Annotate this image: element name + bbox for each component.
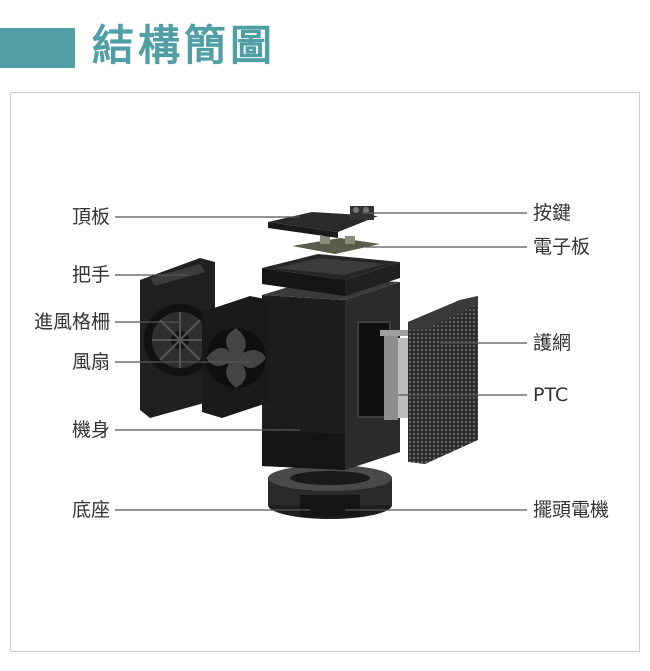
- top-plate-illustration: [268, 206, 378, 238]
- label-oscillation-motor: 擺頭電機: [533, 499, 610, 521]
- intake-grille-illustration: [140, 258, 216, 418]
- page-title: 結構簡圖: [92, 21, 277, 70]
- label-base: 底座: [71, 499, 110, 521]
- label-button: 按鍵: [533, 202, 572, 224]
- label-ptc: PTC: [533, 384, 569, 406]
- label-intake-grille: 進風格柵: [33, 311, 110, 333]
- label-body: 機身: [71, 419, 110, 441]
- ptc-illustration: [380, 330, 410, 420]
- circuit-board-illustration: [292, 236, 380, 254]
- label-top-plate: 頂板: [71, 206, 110, 228]
- top-tray-illustration: [262, 254, 400, 296]
- body-illustration: [262, 278, 400, 470]
- leader-lines-left: [115, 216, 310, 511]
- label-handle: 把手: [71, 264, 110, 286]
- base-illustration: [268, 465, 392, 519]
- leader-lines-right: [345, 212, 527, 511]
- fan-illustration: [202, 296, 270, 418]
- label-guard-mesh: 護網: [533, 332, 572, 354]
- header-accent-bar: [0, 28, 75, 68]
- label-circuit-board: 電子板: [533, 236, 591, 258]
- guard-mesh-illustration: [408, 296, 478, 464]
- label-fan: 風扇: [71, 351, 110, 373]
